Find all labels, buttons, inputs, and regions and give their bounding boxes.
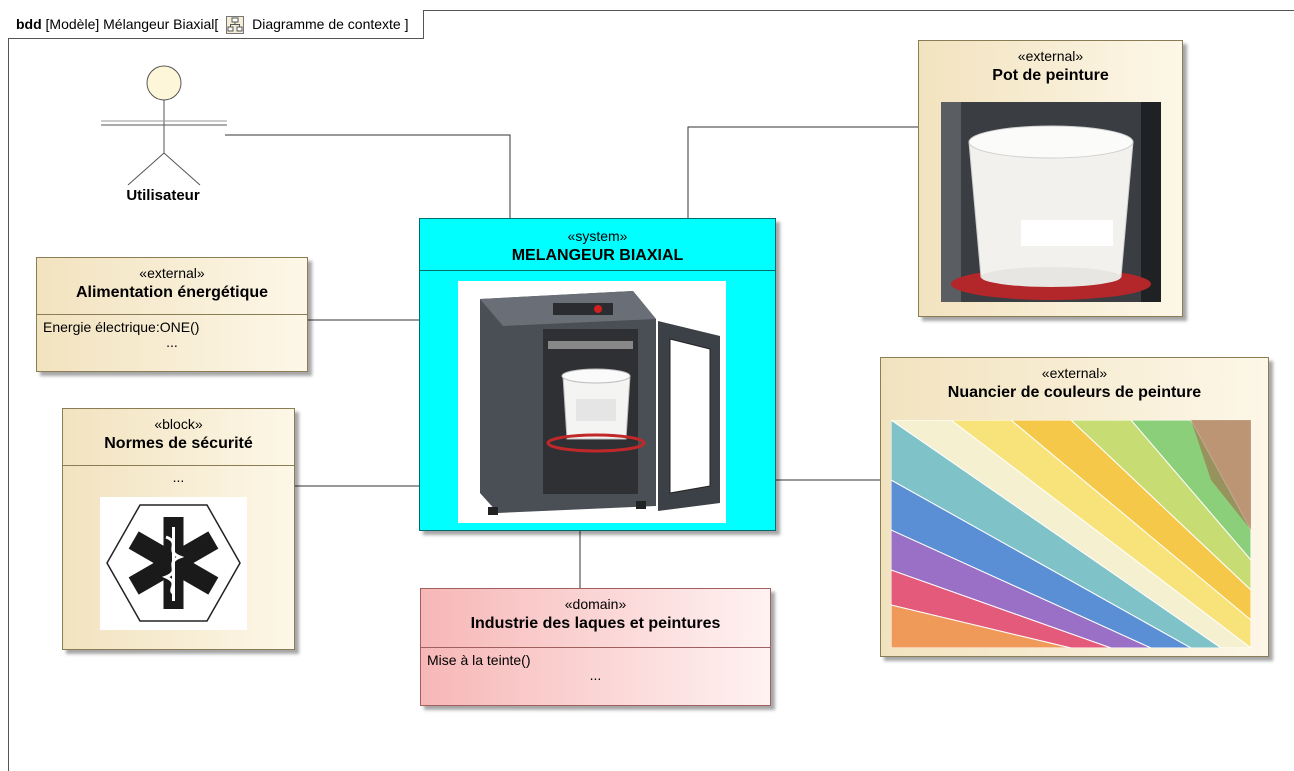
block-pot[interactable]: «external» Pot de peinture [918, 40, 1183, 317]
diagram-frame-title: bdd [Modèle] Mélangeur Biaxial[ Diagramm… [8, 10, 424, 39]
block-nuancier[interactable]: «external» Nuancier de couleurs de peint… [880, 357, 1269, 657]
system-header: «system» MELANGEUR BIAXIAL [420, 219, 775, 271]
nuancier-stereotype: «external» [1041, 365, 1108, 381]
alimentation-operations: Energie électrique:ONE() ... [37, 314, 307, 353]
industrie-name: Industrie des laques et peintures [470, 615, 721, 632]
diagram-context: [Modèle] Mélangeur Biaxial [45, 16, 215, 32]
alimentation-more: ... [166, 334, 178, 350]
color-fan-deck-image [891, 420, 1251, 648]
block-normes[interactable]: «block» Normes de sécurité ... [62, 408, 295, 650]
block-diagram-icon [226, 16, 245, 35]
system-stereotype: «system» [567, 228, 628, 244]
industrie-operations: Mise à la teinte() ... [421, 647, 770, 686]
industrie-more: ... [589, 667, 602, 683]
nuancier-name: Nuancier de couleurs de peinture [947, 384, 1202, 401]
alimentation-name: Alimentation énergétique [75, 284, 269, 301]
diagram-close-bracket: ] [404, 16, 409, 32]
diagram-label: Diagramme de contexte [252, 16, 401, 32]
block-industrie[interactable]: «domain» Industrie des laques et peintur… [420, 588, 771, 706]
normes-more: ... [172, 469, 185, 485]
connector-actor-system [225, 134, 511, 218]
connector-pot-system [687, 126, 918, 218]
star-of-life-icon [100, 497, 247, 630]
diagram-open-bracket: [ [214, 16, 219, 32]
system-name: MELANGEUR BIAXIAL [511, 247, 684, 264]
pot-stereotype: «external» [1017, 48, 1084, 64]
normes-compartment: ... [63, 465, 294, 649]
diagram-kind: bdd [16, 16, 42, 32]
actor-name: Utilisateur [126, 187, 200, 204]
alimentation-stereotype: «external» [139, 265, 205, 281]
alimentation-operation: Energie électrique:ONE() [43, 319, 200, 335]
connectors-layer [225, 126, 918, 588]
pot-name: Pot de peinture [992, 67, 1109, 84]
paint-bucket-image [941, 102, 1161, 302]
industrie-operation: Mise à la teinte() [427, 652, 531, 668]
block-alimentation[interactable]: «external» Alimentation énergétique Ener… [36, 257, 308, 372]
industrie-stereotype: «domain» [564, 596, 627, 612]
paint-mixer-image [458, 281, 726, 523]
normes-stereotype: «block» [154, 416, 203, 432]
normes-name: Normes de sécurité [104, 435, 253, 452]
diagram-frame [8, 10, 1294, 771]
system-block[interactable]: «system» MELANGEUR BIAXIAL [419, 218, 776, 531]
actor-stick-figure-icon [101, 65, 227, 186]
